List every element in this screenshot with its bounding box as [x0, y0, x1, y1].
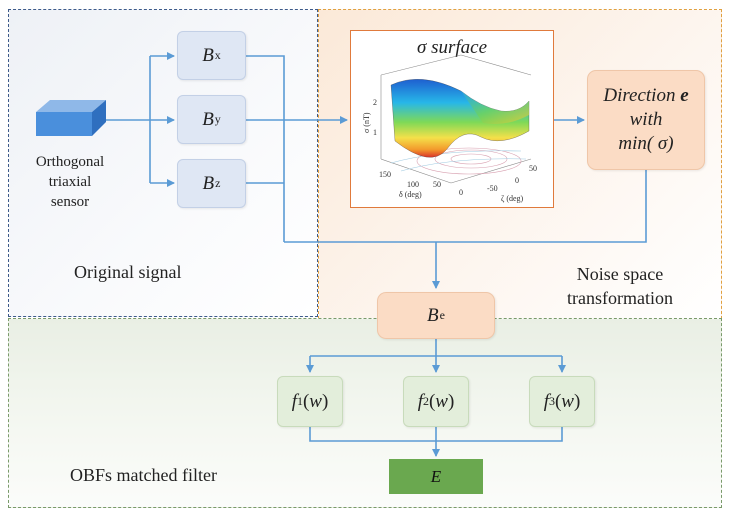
- z-tick-2: 2: [373, 98, 377, 107]
- original-signal-region: [8, 9, 318, 317]
- x-tick-0: 0: [459, 188, 463, 197]
- original-signal-label: Original signal: [74, 262, 182, 282]
- x-axis-label: δ (deg): [399, 190, 422, 199]
- x-tick-50: 50: [433, 180, 441, 189]
- x-tick-100: 100: [407, 180, 419, 189]
- x-tick-150: 150: [379, 170, 391, 179]
- sensor-cube-icon: [36, 100, 106, 136]
- obf-filter-region: [8, 318, 722, 508]
- z-tick-1: 1: [373, 128, 377, 137]
- y-tick-neg50: -50: [487, 184, 498, 193]
- z-axis-label: σ (nT): [362, 112, 371, 133]
- direction-box: Direction e with min( σ): [587, 70, 705, 170]
- y-tick-0: 0: [515, 176, 519, 185]
- y-axis-label: ζ (deg): [501, 194, 524, 203]
- sigma-surface-panel: σ surface: [350, 30, 554, 208]
- surface-plot: σ (nT) 2 1 150 100 50 0 δ (deg) 50 0 -50…: [362, 54, 537, 203]
- noise-space-label: Noise space transformation: [567, 264, 673, 308]
- output-energy-box: E: [389, 459, 483, 494]
- sensor-label: Orthogonal triaxial sensor: [35, 154, 105, 210]
- obf-filter-label: OBFs matched filter: [70, 465, 217, 485]
- y-tick-50: 50: [529, 164, 537, 173]
- surface-title: σ surface: [416, 37, 488, 58]
